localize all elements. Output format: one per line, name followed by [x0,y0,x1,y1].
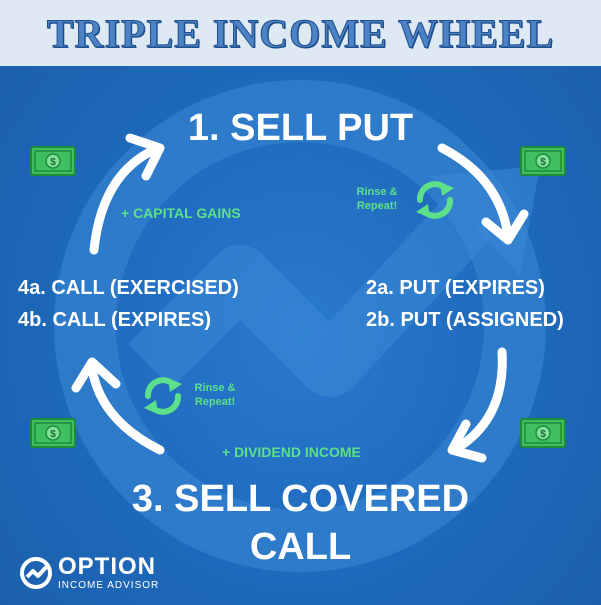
step-2a-put-expires: 2a. PUT (EXPIRES) [366,277,545,299]
arrow-bottom-right [449,347,507,455]
step-3-sell-covered-line1: 3. SELL COVERED [131,478,470,520]
repeat-line: Repeat! [194,396,236,408]
svg-text:$: $ [540,157,546,168]
brand-logo-icon [20,557,52,589]
rinse-line: Rinse & [194,382,236,394]
svg-text:$: $ [540,429,546,440]
step-4a-call-exercised: 4a. CALL (EXERCISED) [18,277,239,299]
cycle-icon [416,181,454,219]
brand-subtitle: INCOME ADVISOR [58,580,160,591]
arrow-bottom-left [87,363,165,455]
capital-gains-label: + CAPITAL GAINS [121,205,241,221]
rinse-repeat-top: Rinse & Repeat! [352,185,402,213]
brand-text: OPTION INCOME ADVISOR [58,553,160,592]
arrowhead-bottom-right [447,419,487,463]
rinse-line: Rinse & [356,186,398,198]
rinse-repeat-bottom: Rinse & Repeat! [190,381,240,409]
money-icon: $ [30,146,76,176]
svg-text:$: $ [50,429,56,440]
money-icon: $ [520,146,566,176]
arrowhead-top-left [125,133,165,181]
arrow-top-left [89,143,163,255]
brand-name: OPTION [58,553,157,580]
cycle-icon [144,377,182,415]
money-icon: $ [520,418,566,448]
brand-logo: OPTION INCOME ADVISOR [18,555,159,591]
repeat-line: Repeat! [356,200,398,212]
page-title: TRIPLE INCOME WHEEL [46,10,555,56]
svg-text:$: $ [50,157,56,168]
step-2b-put-assigned: 2b. PUT (ASSIGNED) [366,309,564,331]
step-1-sell-put: 1. SELL PUT [187,107,414,149]
money-icon: $ [30,418,76,448]
dividend-income-label: + DIVIDEND INCOME [222,444,361,460]
arrowhead-bottom-left [71,357,121,393]
arrowhead-top-right [481,209,529,245]
title-banner: TRIPLE INCOME WHEEL [0,0,601,66]
arrow-top-right [437,143,513,241]
step-4b-call-expires: 4b. CALL (EXPIRES) [18,309,211,331]
step-3-sell-covered-line2: CALL [249,526,352,568]
